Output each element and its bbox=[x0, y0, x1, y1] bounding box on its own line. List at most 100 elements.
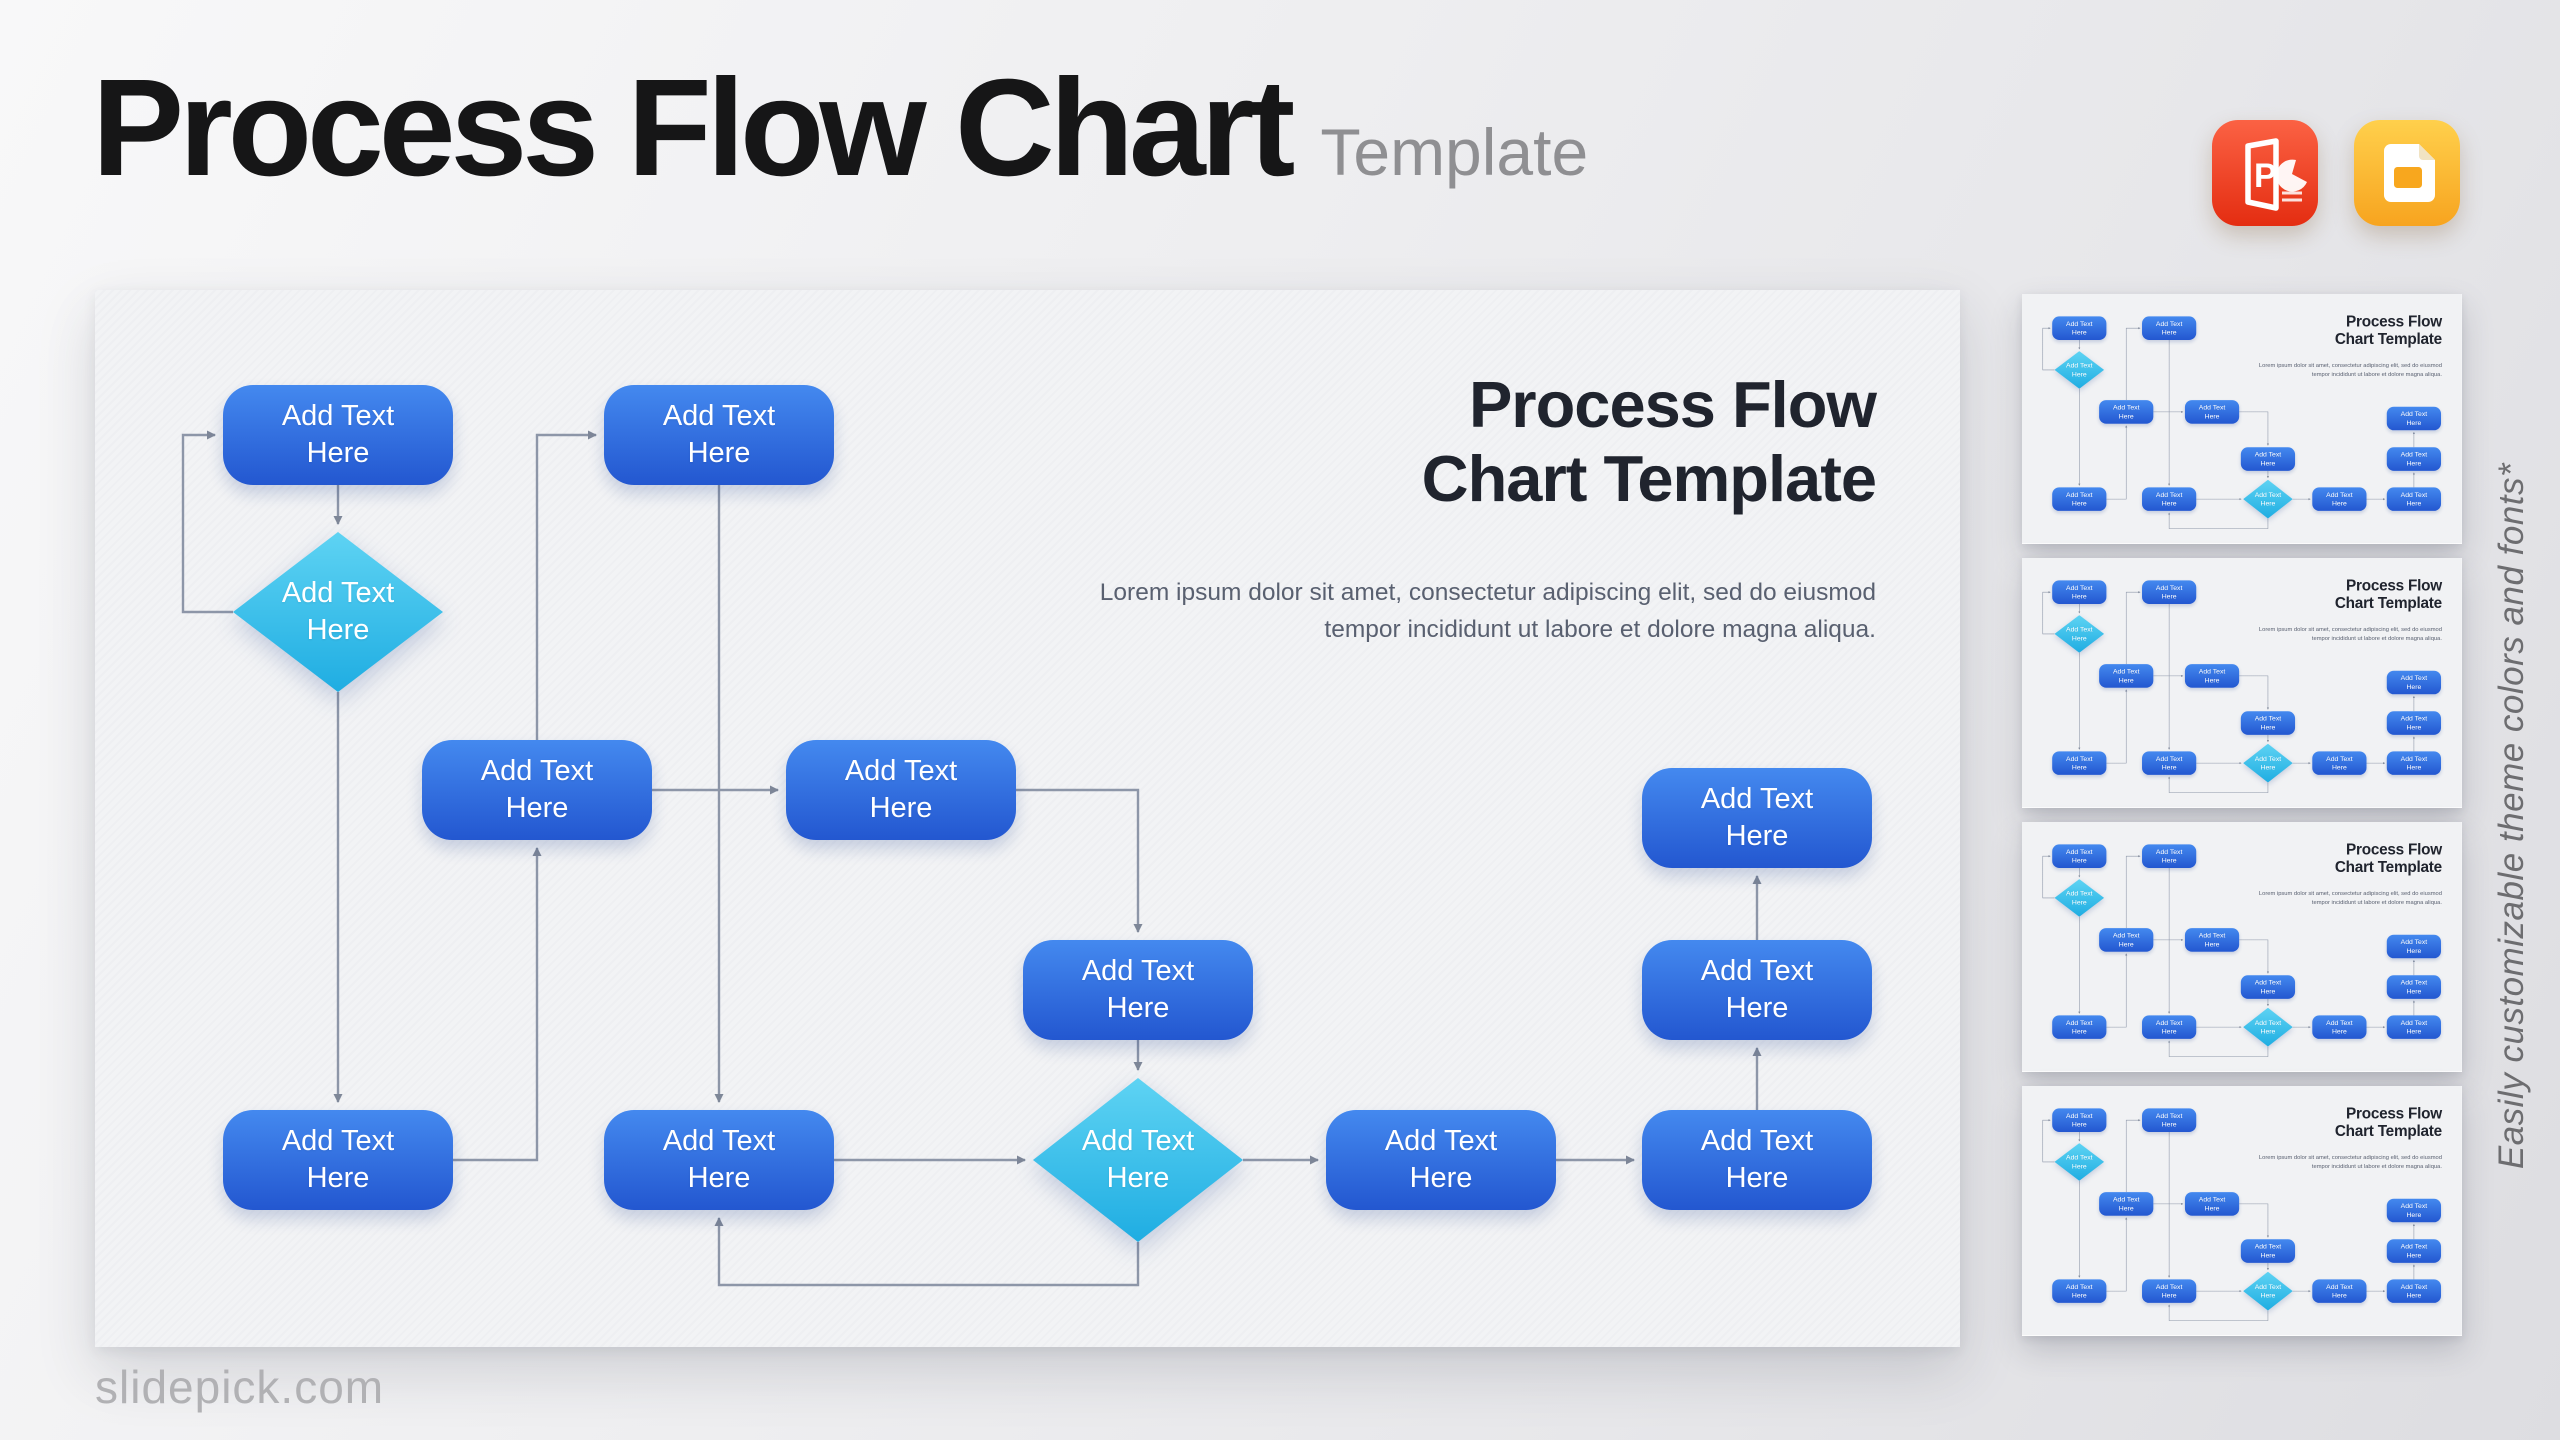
flow-node-label: Add Text Here bbox=[2155, 847, 2183, 865]
flow-connectors bbox=[2042, 1119, 2415, 1321]
flow-node-rect: Add Text Here bbox=[2052, 487, 2107, 511]
flow-node-diamond: Add Text Here bbox=[2243, 1271, 2293, 1311]
flow-node-label: Add Text Here bbox=[2400, 490, 2428, 508]
flow-node-rect: Add Text Here bbox=[2386, 447, 2442, 471]
flow-connectors bbox=[2042, 855, 2415, 1057]
flow-connectors bbox=[181, 430, 1762, 1287]
flow-node-label: Add Text Here bbox=[2155, 319, 2183, 337]
flow-node-label: Add Text Here bbox=[2400, 1242, 2428, 1260]
flow-node-rect: Add Text Here bbox=[2386, 711, 2442, 735]
svg-text:P: P bbox=[2254, 157, 2277, 195]
flow-node-label: Add Text Here bbox=[281, 576, 395, 646]
flow-node-rect: Add Text Here bbox=[2386, 1239, 2442, 1263]
main-slide: Add Text Here Add Text Here Add Text Her… bbox=[95, 290, 1960, 1347]
flow-node-rect: Add Text Here bbox=[2312, 487, 2367, 511]
flow-node-label: Add Text Here bbox=[844, 754, 958, 824]
flow-node-diamond: Add Text Here bbox=[2054, 615, 2105, 653]
flow-node-label: Add Text Here bbox=[2066, 1018, 2093, 1036]
thumbnail-slide-preview: Add Text Here Add Text Here Add Text Her… bbox=[2022, 1086, 2462, 1336]
flow-node-label: Add Text Here bbox=[2198, 1195, 2226, 1212]
footer-link[interactable]: slidepick.com bbox=[95, 1361, 385, 1413]
flow-node-label: Add Text Here bbox=[2326, 490, 2353, 508]
side-note: Easily customizable theme colors and fon… bbox=[2492, 462, 2531, 1170]
slide-heading-line1: Process Flow bbox=[2345, 312, 2442, 330]
slide-heading-line2: Chart Template bbox=[2334, 593, 2442, 612]
flow-node-label: Add Text Here bbox=[2254, 1018, 2282, 1036]
flow-node-label: Add Text Here bbox=[2155, 490, 2183, 508]
flow-node-label: Add Text Here bbox=[1700, 1124, 1814, 1194]
flow-node-label: Add Text Here bbox=[2400, 450, 2428, 468]
flow-node-label: Add Text Here bbox=[2400, 754, 2428, 772]
slide-heading-line1: Process Flow bbox=[2345, 1104, 2442, 1122]
flow-node-label: Add Text Here bbox=[2400, 938, 2428, 955]
flow-node-rect: Add Text Here bbox=[604, 385, 834, 485]
flow-node-label: Add Text Here bbox=[281, 399, 395, 469]
theme-thumbnail-red[interactable]: Add Text Here Add Text Here Add Text Her… bbox=[2022, 822, 2462, 1072]
theme-thumbnail-green[interactable]: Add Text Here Add Text Here Add Text Her… bbox=[2022, 294, 2462, 544]
flow-node-diamond: Add Text Here bbox=[2054, 351, 2105, 389]
flow-node-rect: Add Text Here bbox=[1023, 940, 1253, 1040]
flow-node-rect: Add Text Here bbox=[1642, 940, 1872, 1040]
flow-node-rect: Add Text Here bbox=[604, 1110, 834, 1210]
flow-node-rect: Add Text Here bbox=[2184, 1192, 2240, 1216]
main-slide: Add Text Here Add Text Here Add Text Her… bbox=[2022, 294, 2462, 544]
flow-node-rect: Add Text Here bbox=[2386, 751, 2442, 775]
slide-heading-line2: Chart Template bbox=[2334, 1121, 2442, 1140]
slide-paragraph: Lorem ipsum dolor sit amet, consectetur … bbox=[2258, 626, 2442, 642]
flow-node-rect: Add Text Here bbox=[2142, 1279, 2197, 1303]
flow-node-rect: Add Text Here bbox=[2052, 580, 2107, 604]
flow-node-label: Add Text Here bbox=[2066, 1111, 2093, 1129]
google-slides-icon[interactable] bbox=[2354, 120, 2460, 226]
flow-node-label: Add Text Here bbox=[2066, 847, 2093, 865]
flow-node-diamond: Add Text Here bbox=[1033, 1078, 1243, 1242]
flow-node-label: Add Text Here bbox=[2155, 583, 2183, 601]
flow-connectors bbox=[2042, 591, 2415, 793]
theme-thumbnail-purple[interactable]: Add Text Here Add Text Here Add Text Her… bbox=[2022, 1086, 2462, 1336]
export-format-icons: P bbox=[2212, 120, 2460, 226]
flow-node-label: Add Text Here bbox=[1081, 1124, 1195, 1194]
slide-heading-line1: Process Flow bbox=[2345, 576, 2442, 594]
flow-node-rect: Add Text Here bbox=[422, 740, 652, 840]
flow-node-rect: Add Text Here bbox=[2386, 406, 2442, 431]
flow-node-rect: Add Text Here bbox=[2142, 316, 2197, 340]
theme-thumbnail-orange[interactable]: Add Text Here Add Text Here Add Text Her… bbox=[2022, 558, 2462, 808]
flow-node-rect: Add Text Here bbox=[786, 740, 1016, 840]
slide-heading-line1: Process Flow bbox=[2345, 840, 2442, 858]
flow-node-label: Add Text Here bbox=[2400, 714, 2428, 732]
flow-node-label: Add Text Here bbox=[662, 1124, 776, 1194]
flow-node-label: Add Text Here bbox=[2066, 1153, 2093, 1170]
flow-node-rect: Add Text Here bbox=[2184, 664, 2240, 688]
page-title-suffix: Template bbox=[1320, 115, 1589, 190]
flow-node-rect: Add Text Here bbox=[1326, 1110, 1556, 1210]
flow-node-label: Add Text Here bbox=[2066, 625, 2093, 642]
flow-node-label: Add Text Here bbox=[2066, 889, 2093, 906]
flow-node-rect: Add Text Here bbox=[2386, 934, 2442, 959]
flow-node-rect: Add Text Here bbox=[2386, 1015, 2442, 1039]
flow-node-label: Add Text Here bbox=[2066, 319, 2093, 337]
thumbnail-slide-preview: Add Text Here Add Text Here Add Text Her… bbox=[2022, 558, 2462, 808]
powerpoint-icon[interactable]: P bbox=[2212, 120, 2318, 226]
flow-node-label: Add Text Here bbox=[2254, 490, 2282, 508]
thumbnail-slide-preview: Add Text Here Add Text Here Add Text Her… bbox=[2022, 294, 2462, 544]
flow-node-rect: Add Text Here bbox=[2142, 844, 2197, 868]
flow-node-rect: Add Text Here bbox=[2386, 670, 2442, 695]
flow-node-label: Add Text Here bbox=[2400, 674, 2428, 691]
flow-node-rect: Add Text Here bbox=[2142, 580, 2197, 604]
flow-node-label: Add Text Here bbox=[2254, 1282, 2282, 1300]
flow-node-label: Add Text Here bbox=[2112, 667, 2140, 684]
main-slide: Add Text Here Add Text Here Add Text Her… bbox=[2022, 1086, 2462, 1336]
flow-node-label: Add Text Here bbox=[2066, 754, 2093, 772]
flow-node-rect: Add Text Here bbox=[2184, 928, 2240, 952]
flow-node-label: Add Text Here bbox=[2155, 1018, 2183, 1036]
flow-node-label: Add Text Here bbox=[1081, 954, 1195, 1024]
